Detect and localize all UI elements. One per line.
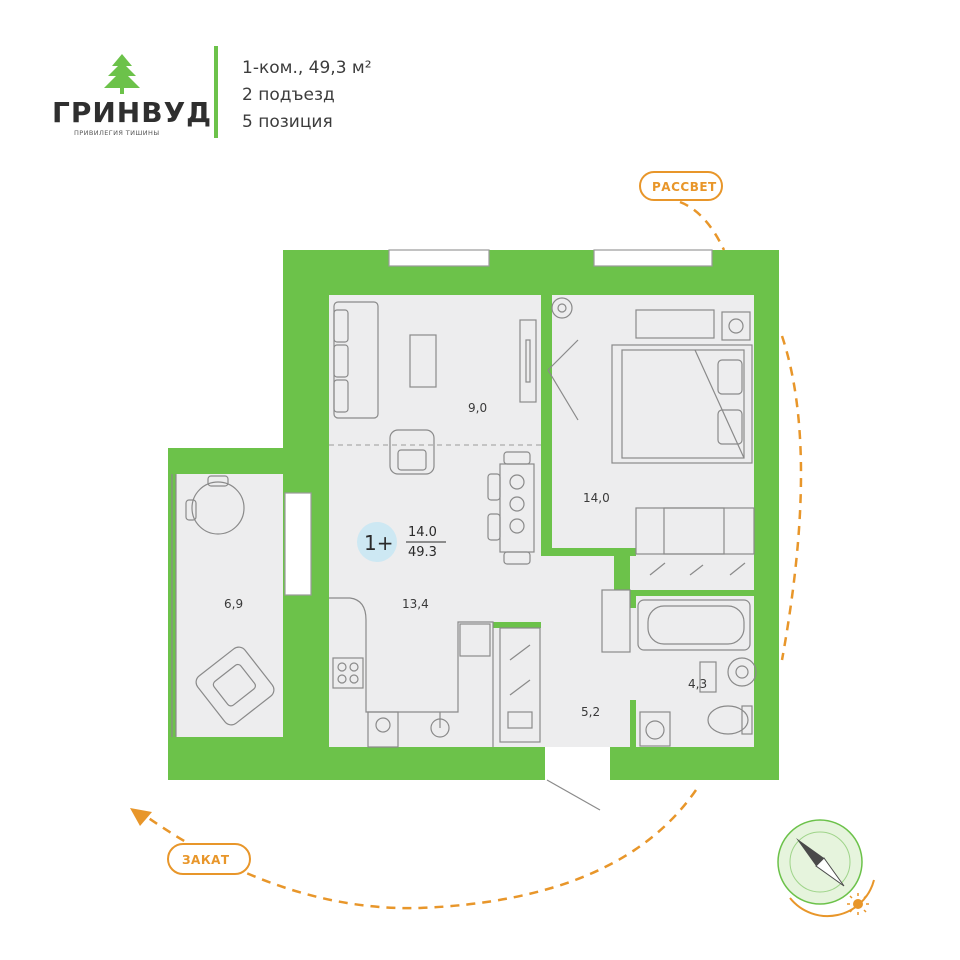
sunset-text: ЗАКАТ — [182, 853, 230, 867]
sunset-arrow-icon — [130, 808, 152, 826]
area-badge: 1+ 14.0 49.3 — [357, 522, 446, 562]
compass-icon — [777, 819, 875, 918]
header-divider — [214, 46, 218, 138]
brand-tagline: ПРИВИЛЕГИЯ ТИШИНЫ — [74, 129, 160, 137]
room-area-balcony: 6,9 — [224, 597, 243, 611]
furniture — [185, 301, 757, 811]
sun-icon — [847, 893, 869, 915]
info-rooms-area: 1-ком., 49,3 м² — [242, 58, 372, 78]
info-entrance: 2 подъезд — [242, 85, 335, 105]
badge-total-area: 49.3 — [408, 545, 437, 560]
brand-name: ГРИНВУД — [52, 96, 213, 129]
floors — [176, 295, 754, 747]
windows — [284, 249, 713, 596]
room-area-living: 9,0 — [468, 401, 487, 415]
room-area-hall: 5,2 — [581, 705, 600, 719]
room-area-bathroom: 4,3 — [688, 677, 707, 691]
sun-path — [139, 200, 803, 910]
sunrise-text: РАССВЕТ — [652, 180, 717, 194]
tree-logo-icon — [104, 54, 140, 94]
vent-icon — [551, 297, 573, 319]
sunrise-label: РАССВЕТ — [639, 171, 723, 201]
sunset-label: ЗАКАТ — [167, 843, 251, 875]
interior-walls — [493, 295, 754, 747]
balcony-railing — [171, 474, 177, 737]
badge-room-type: 1+ — [364, 531, 393, 555]
room-area-kitchen: 13,4 — [402, 597, 429, 611]
info-position: 5 позиция — [242, 112, 333, 132]
room-area-bedroom: 14,0 — [583, 491, 610, 505]
badge-living-area: 14.0 — [408, 525, 437, 540]
